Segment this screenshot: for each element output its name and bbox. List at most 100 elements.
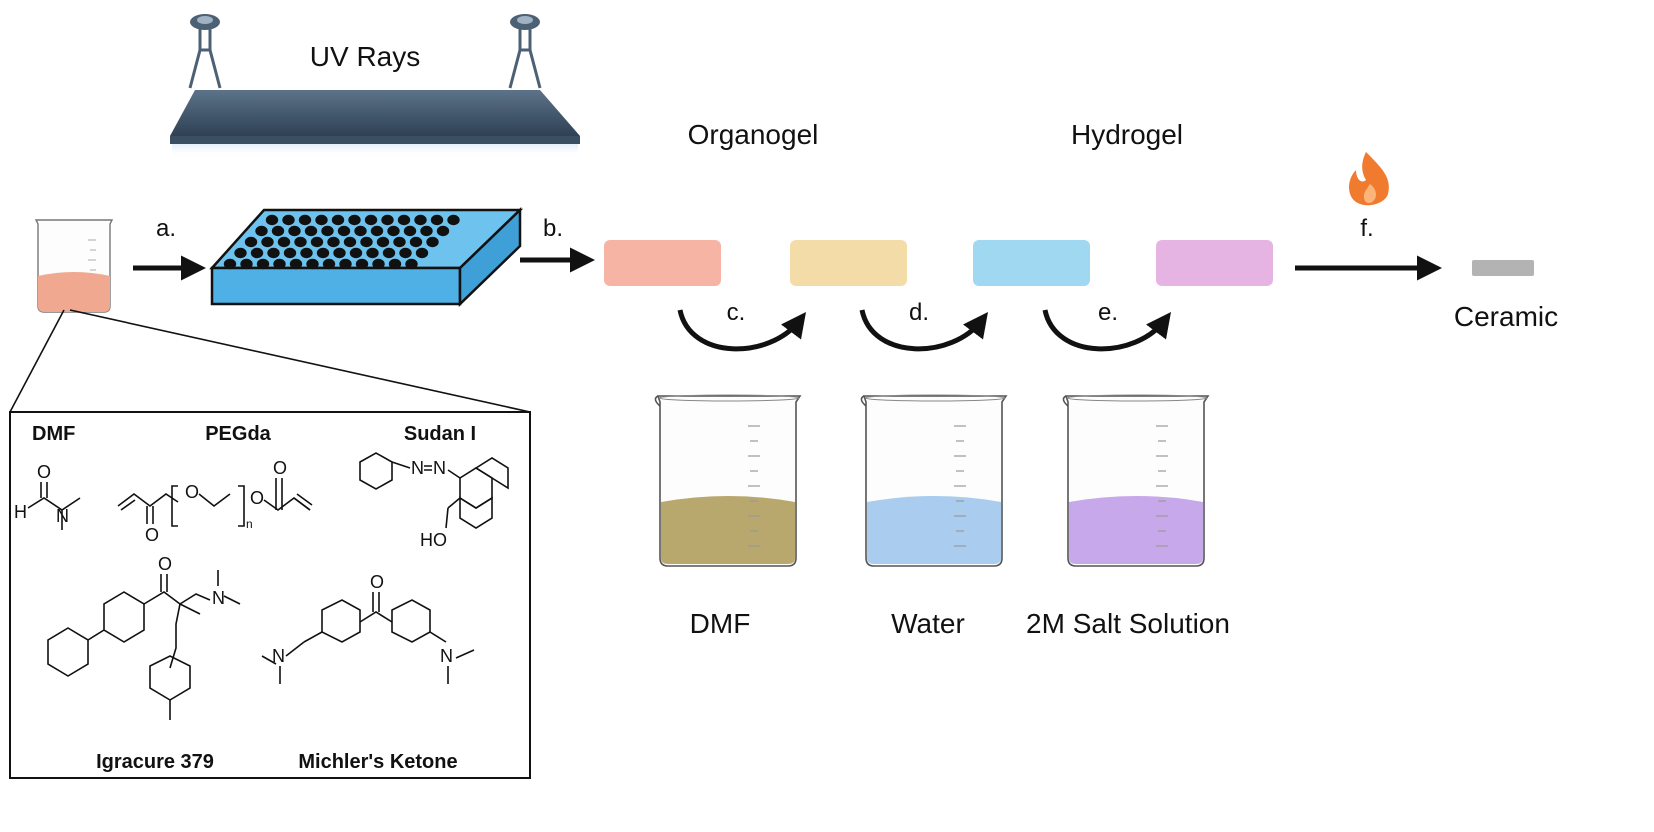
liquid-salt (1069, 496, 1203, 564)
well (321, 225, 334, 237)
uv-glow (172, 144, 578, 158)
resin-beaker (34, 219, 114, 313)
well (256, 258, 270, 270)
ceramic-piece (1472, 260, 1534, 276)
step-f-label: f. (1360, 215, 1373, 242)
beaker-dmf-label: DMF (690, 608, 751, 639)
well (388, 258, 402, 270)
well (310, 236, 324, 248)
arrow-d (859, 309, 989, 352)
well (415, 247, 429, 259)
beaker-salt-label: 2M Salt Solution (1026, 608, 1230, 639)
svg-text:N: N (440, 646, 453, 666)
arrow-e (1042, 309, 1172, 352)
chem-dmf-title: DMF (32, 423, 75, 445)
well (399, 247, 412, 259)
well (370, 225, 384, 237)
well (240, 258, 253, 270)
zoom-line-left (9, 309, 65, 413)
well (387, 225, 400, 237)
well (322, 258, 336, 270)
well (355, 258, 369, 270)
svg-text:H: H (14, 502, 27, 522)
well (304, 225, 318, 237)
well (255, 225, 268, 237)
chemical-box: DMF PEGda Sudan I Igracure 379 Michler's… (9, 411, 531, 779)
well (348, 214, 361, 226)
svg-text:N: N (272, 646, 285, 666)
chem-irgacure-title: Igracure 379 (96, 751, 214, 773)
ceramic-label: Ceramic (1454, 301, 1558, 332)
well (409, 236, 423, 248)
well (333, 247, 346, 259)
well (244, 236, 258, 248)
michler-structure: O N N (261, 572, 475, 684)
gel-organogel (790, 240, 907, 286)
pegda-structure: O O n O O (117, 458, 313, 545)
liquid-dmf (661, 496, 795, 564)
svg-text:O: O (273, 458, 287, 478)
well (234, 247, 247, 259)
well (289, 258, 303, 270)
well (271, 225, 285, 237)
well (382, 247, 396, 259)
uv-lamp: UV Rays (170, 14, 580, 158)
well (376, 236, 390, 248)
irgacure-structure: O N (47, 554, 241, 720)
chem-michler-title: Michler's Ketone (298, 751, 457, 773)
well (430, 214, 444, 226)
lamp-hanger-right (508, 14, 542, 89)
well (381, 214, 394, 226)
well (288, 225, 301, 237)
gel-resin (604, 240, 721, 286)
well (250, 247, 264, 259)
well (300, 247, 313, 259)
well (343, 236, 357, 248)
well (436, 225, 450, 237)
well (403, 225, 417, 237)
beaker-salt (1062, 394, 1209, 567)
svg-text:N: N (212, 588, 225, 608)
well (414, 214, 427, 226)
well (420, 225, 433, 237)
well (366, 247, 379, 259)
well (261, 236, 274, 248)
svg-text:N: N (433, 458, 446, 478)
beaker-water-label: Water (891, 608, 965, 639)
svg-text:O: O (185, 482, 199, 502)
well (426, 236, 439, 248)
svg-text:HO: HO (420, 530, 447, 550)
step-c-label: c. (727, 299, 746, 326)
well (277, 236, 291, 248)
beaker-water (860, 394, 1007, 567)
well (298, 214, 312, 226)
well (315, 214, 328, 226)
svg-text:N: N (56, 506, 69, 526)
well (349, 247, 363, 259)
beaker-dmf (654, 394, 801, 567)
gel-hydrogel (973, 240, 1090, 286)
well (405, 258, 418, 270)
well (397, 214, 411, 226)
step-e-label: e. (1098, 299, 1118, 326)
well (354, 225, 367, 237)
svg-text:n: n (246, 517, 253, 531)
step-b-label: b. (543, 215, 563, 242)
well (316, 247, 330, 259)
hydrogel-label: Hydrogel (1071, 119, 1183, 150)
step-a-label: a. (156, 215, 176, 242)
well (372, 258, 385, 270)
chem-sudan-title: Sudan I (404, 423, 476, 445)
well (331, 214, 345, 226)
svg-text:O: O (158, 554, 172, 574)
organogel-label: Organogel (688, 119, 819, 150)
arrow-c (677, 309, 807, 352)
well (283, 247, 297, 259)
well (393, 236, 406, 248)
well (223, 258, 237, 270)
sudan-structure: N N HO (359, 452, 509, 550)
well (306, 258, 319, 270)
svg-text:O: O (370, 572, 384, 592)
lamp-hanger-left (188, 14, 222, 89)
